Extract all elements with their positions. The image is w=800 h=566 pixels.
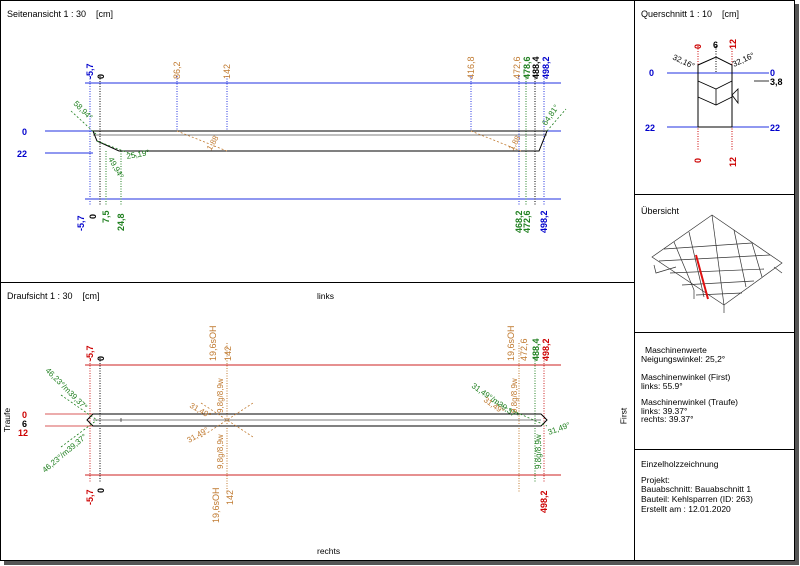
plan-bottom-dim-3: 19,6sOH [211,487,221,523]
cross-right-22: 22 [770,123,780,133]
side-bottom-dim-6: 472,6 [522,210,532,233]
plan-width-12: 12 [18,428,28,438]
plan-angle-left-1: 46,23°/m39,37° [44,366,89,411]
plan-angle-mid-1: 31,49° [188,401,213,420]
roof-overview-image [651,214,783,313]
side-top-dim-1: -5,7 [85,63,95,79]
plan-angle-mid-3: 31,49° [186,425,211,444]
cross-top-6: 6 [713,40,718,50]
side-top-dim-3: 86,2 [172,61,182,79]
cross-left-22: 22 [645,123,655,133]
machine-eave-title: Maschinenwinkel (Traufe) [641,397,738,407]
cross-top-0: 0 [693,44,703,49]
plan-angle-mid-4: 9,8g/8,9w [216,434,225,469]
overview-machine-divider [634,332,794,333]
plan-angle-mid-2: 9,8g/8,9w [216,378,225,413]
side-view-title: Seitenansicht 1 : 30 [cm] [7,9,114,19]
machine-values-title: Maschinenwerte [645,345,707,355]
plan-view-title: Draufsicht 1 : 30 [cm] [7,291,100,301]
plan-top-dim-8: 498,2 [541,338,551,361]
plan-bottom-dim-4: 142 [225,490,235,505]
cross-section-title: Querschnitt 1 : 10 [cm] [641,9,740,19]
side-length-1: 1,88 [205,134,221,152]
side-bottom-dim-7: 498,2 [539,210,549,233]
side-angle-left-bottom: 49,94° [106,156,125,181]
side-angle-right: 64,81° [540,103,561,127]
side-top-dim-4: 142 [222,64,232,79]
plan-top-dim-2: 0 [96,356,106,361]
side-angle-left-top: 58,94° [72,99,95,122]
side-top-dim-6: 472,6 [512,56,522,79]
side-top-dim-7: 478,6 [522,56,532,79]
plan-top-dim-7: 488,4 [531,338,541,361]
side-top-dim-2: 0 [96,74,106,79]
plan-bottom-dim-5: 498,2 [539,490,549,513]
plan-top-dim-3: 19,6sOH [208,325,218,361]
cross-bottom-12: 12 [728,157,738,167]
machine-eave-rechts: rechts: 39.37° [641,414,694,424]
plan-angle-right-5: 9,8g/8,9w [534,434,543,469]
cross-section-outline [697,56,733,128]
plan-top-dim-5: 19,6sOH [506,325,516,361]
highlighted-rafter [695,254,709,300]
main-divider-vertical [634,1,635,560]
machine-first-title: Maschinenwinkel (First) [641,372,731,382]
side-view-drawing: -5,7 0 86,2 142 416,8 472,6 478,6 488,4 … [17,56,567,233]
machine-first-links: links: 55.9° [641,381,683,391]
cross-top-12: 12 [728,39,738,49]
cross-right-3-8: 3,8 [770,77,783,87]
cross-overview-divider [634,194,794,195]
part-name: Bauteil: Kehlsparren (ID: 263) [641,494,753,504]
plan-top-label: links [317,291,335,301]
plan-width-0: 0 [22,410,27,420]
side-bottom-dim-3: 7,5 [101,210,111,223]
cross-angle-left: 32,16° [671,53,696,71]
plan-top-dim-6: 472,6 [519,338,529,361]
side-bottom-dim-1: -5,7 [76,215,86,231]
overview-title: Übersicht [641,206,680,216]
plan-rafter-outline [86,413,548,427]
side-length-2: 1,88 [507,134,523,152]
plan-view-drawing: -5,7 0 19,6sOH 142 19,6sOH 472,6 488,4 4… [18,325,572,523]
side-height-22: 22 [17,149,27,159]
cross-left-0: 0 [649,68,654,78]
side-height-0: 0 [22,127,27,137]
created-date: Erstellt am : 12.01.2020 [641,504,731,514]
side-bottom-dim-2: 0 [88,214,98,219]
plan-bottom-dim-2: 0 [96,488,106,493]
plan-width-6: 6 [22,419,27,429]
side-plan-divider [1,282,634,283]
side-top-dim-9: 498,2 [541,56,551,79]
plan-top-dim-1: -5,7 [85,345,95,361]
plan-angle-right-4: 31,49° [547,420,572,436]
plan-bottom-label: rechts [317,546,341,556]
cross-angle-right: 32,16° [731,51,756,69]
construction-phase: Bauabschnitt: Bauabschnitt 1 [641,484,752,494]
cross-right-0: 0 [770,68,775,78]
cross-section-drawing: 0 6 12 0 12 32,16° 32,16° 0 22 0 3,8 22 [645,39,783,167]
machine-detail-divider [634,449,794,450]
cross-bottom-0: 0 [693,158,703,163]
plan-angle-left-2: 46,23°/m39,37° [41,432,89,474]
side-bottom-dim-5: 468,2 [514,210,524,233]
detail-title: Einzelholzzeichnung [641,459,719,469]
machine-eave-links: links: 39.37° [641,406,688,416]
side-bottom-dim-4: 24,8 [116,213,126,231]
plan-bottom-dim-1: -5,7 [85,489,95,505]
project-label: Projekt: [641,475,670,485]
side-angle-slope: 25,19° [126,148,150,161]
side-top-dim-8: 488,4 [531,56,541,79]
plan-top-dim-4: 142 [223,346,233,361]
slope-angle: Neigungswinkel: 25,2° [641,354,726,364]
side-top-dim-5: 416,8 [466,56,476,79]
plan-angle-right-3: 9,8g/8,9w [510,378,519,413]
